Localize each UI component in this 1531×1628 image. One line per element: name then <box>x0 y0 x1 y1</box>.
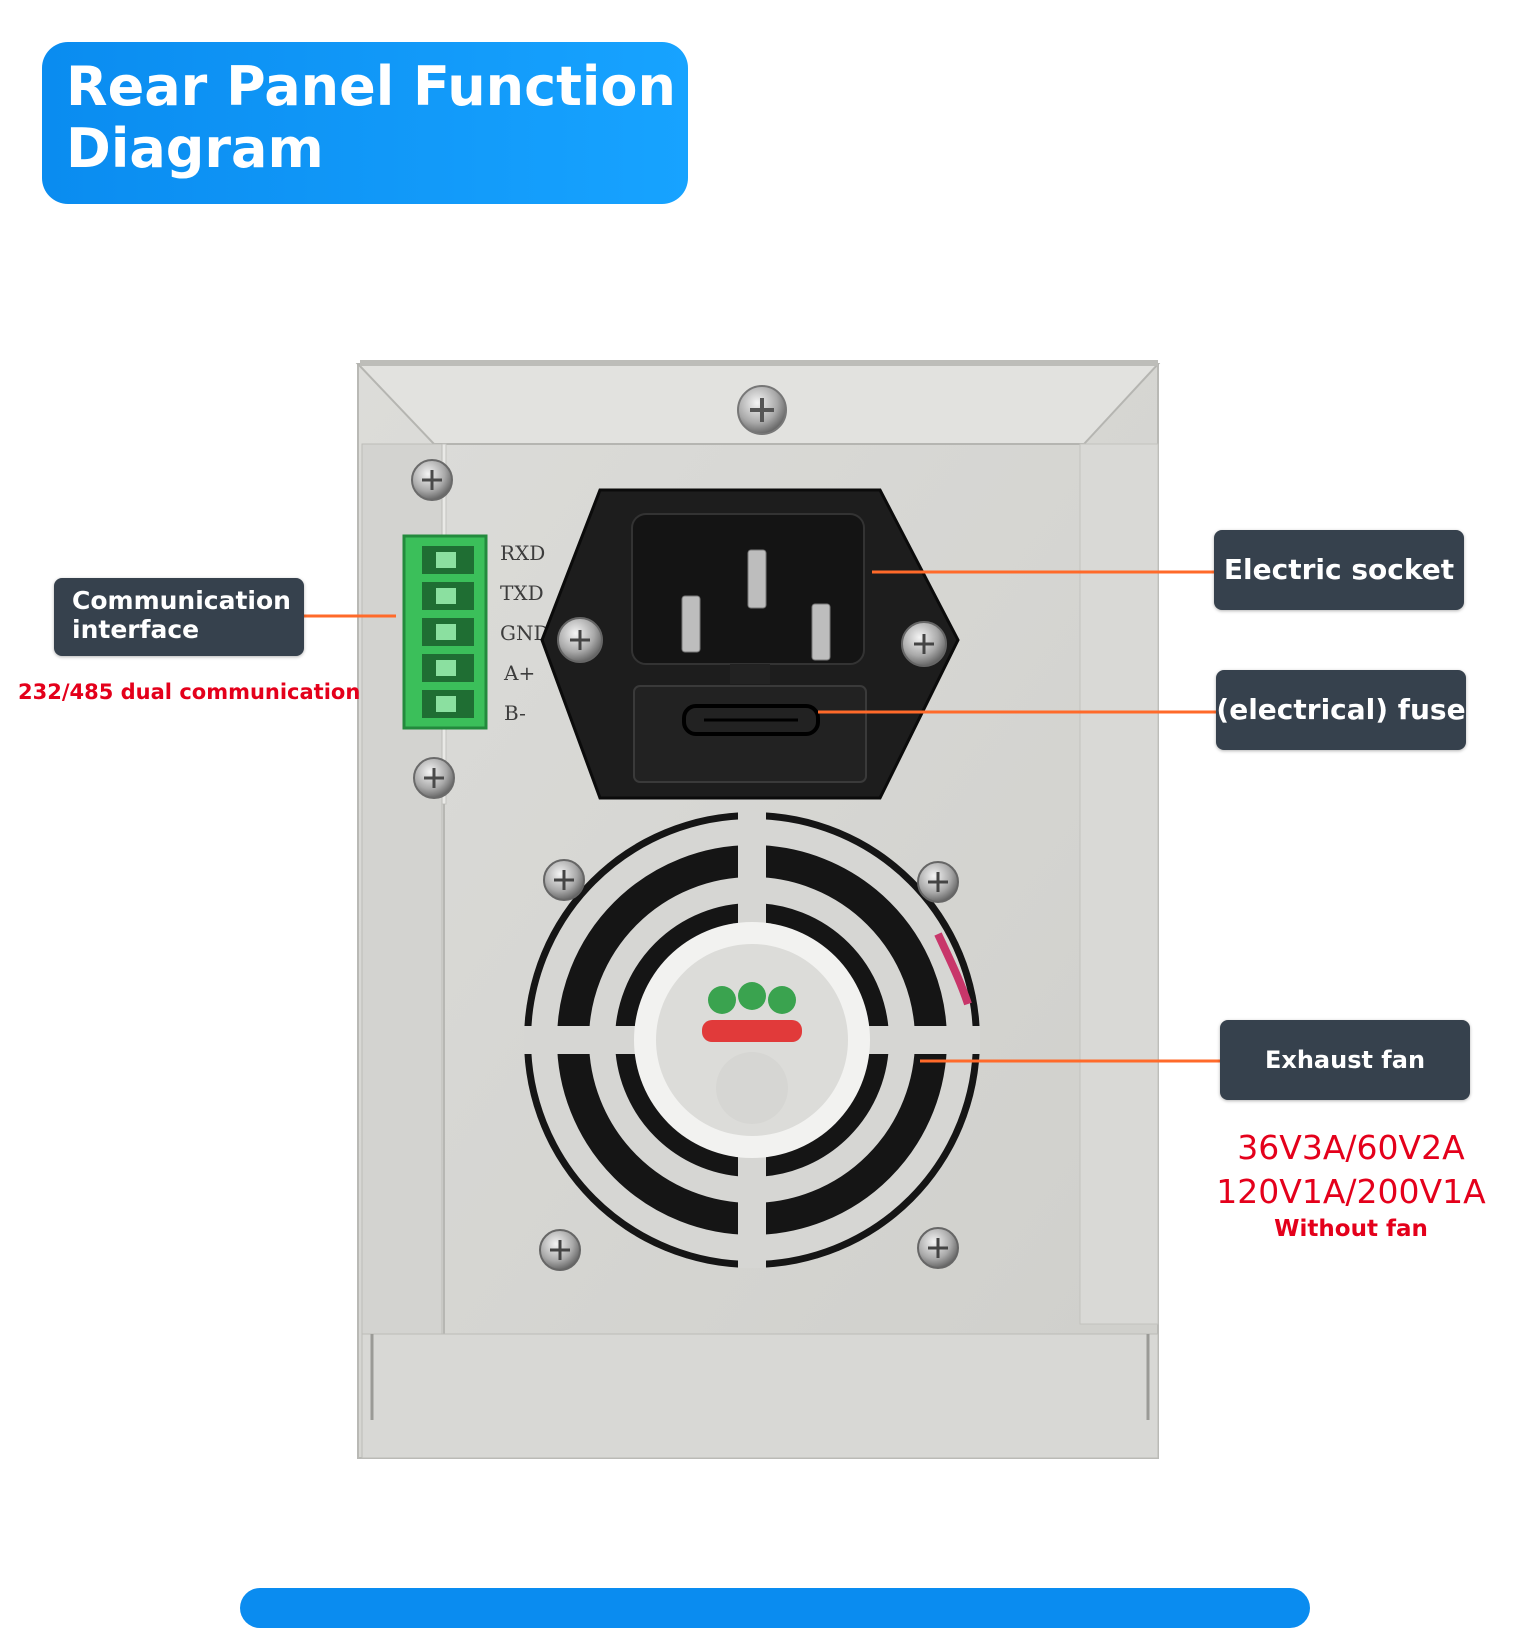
title-line-1: Rear Panel Function <box>66 55 676 118</box>
title-line-2: Diagram <box>66 117 324 180</box>
callout-communication-interface: Communication interface <box>54 578 304 656</box>
callout-fuse: (electrical) fuse <box>1216 670 1466 750</box>
screw-icon <box>539 1229 581 1271</box>
screw-icon <box>557 617 603 663</box>
fan-label <box>702 982 802 1124</box>
screw-icon <box>901 621 947 667</box>
fan-cable <box>934 932 972 1006</box>
power-inlet-module <box>540 488 960 800</box>
callout-exhaust-fan-label: Exhaust fan <box>1264 1046 1426 1074</box>
fan-note-line-3: Without fan <box>1274 1216 1428 1242</box>
screw-icon <box>411 459 453 501</box>
terminal-label-txd: TXD <box>500 581 544 605</box>
fan-grille <box>524 812 980 1268</box>
screw-icon <box>737 385 787 435</box>
callout-communication-line-2: interface <box>72 615 200 644</box>
screw-icon <box>543 859 585 901</box>
diagram-title: Rear Panel Function Diagram <box>42 42 688 204</box>
callout-exhaust-fan: Exhaust fan <box>1220 1020 1470 1100</box>
bottom-banner <box>240 1588 1310 1628</box>
screw-icon <box>413 757 455 799</box>
fan-note-line-1: 36V3A/60V2A <box>1237 1128 1465 1167</box>
screw-icon <box>917 861 959 903</box>
fan-note: 36V3A/60V2A 120V1A/200V1A Without fan <box>1196 1126 1506 1244</box>
callout-communication-line-1: Communication <box>72 586 291 615</box>
terminal-label-b-minus: B- <box>504 701 526 725</box>
terminal-label-rxd: RXD <box>500 541 545 565</box>
terminal-block <box>402 534 488 730</box>
fan-note-line-2: 120V1A/200V1A <box>1216 1172 1486 1211</box>
callout-electric-socket: Electric socket <box>1214 530 1464 610</box>
callout-fuse-label: (electrical) fuse <box>1216 693 1466 726</box>
screw-icon <box>917 1227 959 1269</box>
power-socket-pins <box>681 549 831 661</box>
callout-electric-socket-label: Electric socket <box>1223 553 1455 586</box>
terminal-label-a-plus: A+ <box>503 661 535 685</box>
communication-note: 232/485 dual communication <box>18 680 361 704</box>
